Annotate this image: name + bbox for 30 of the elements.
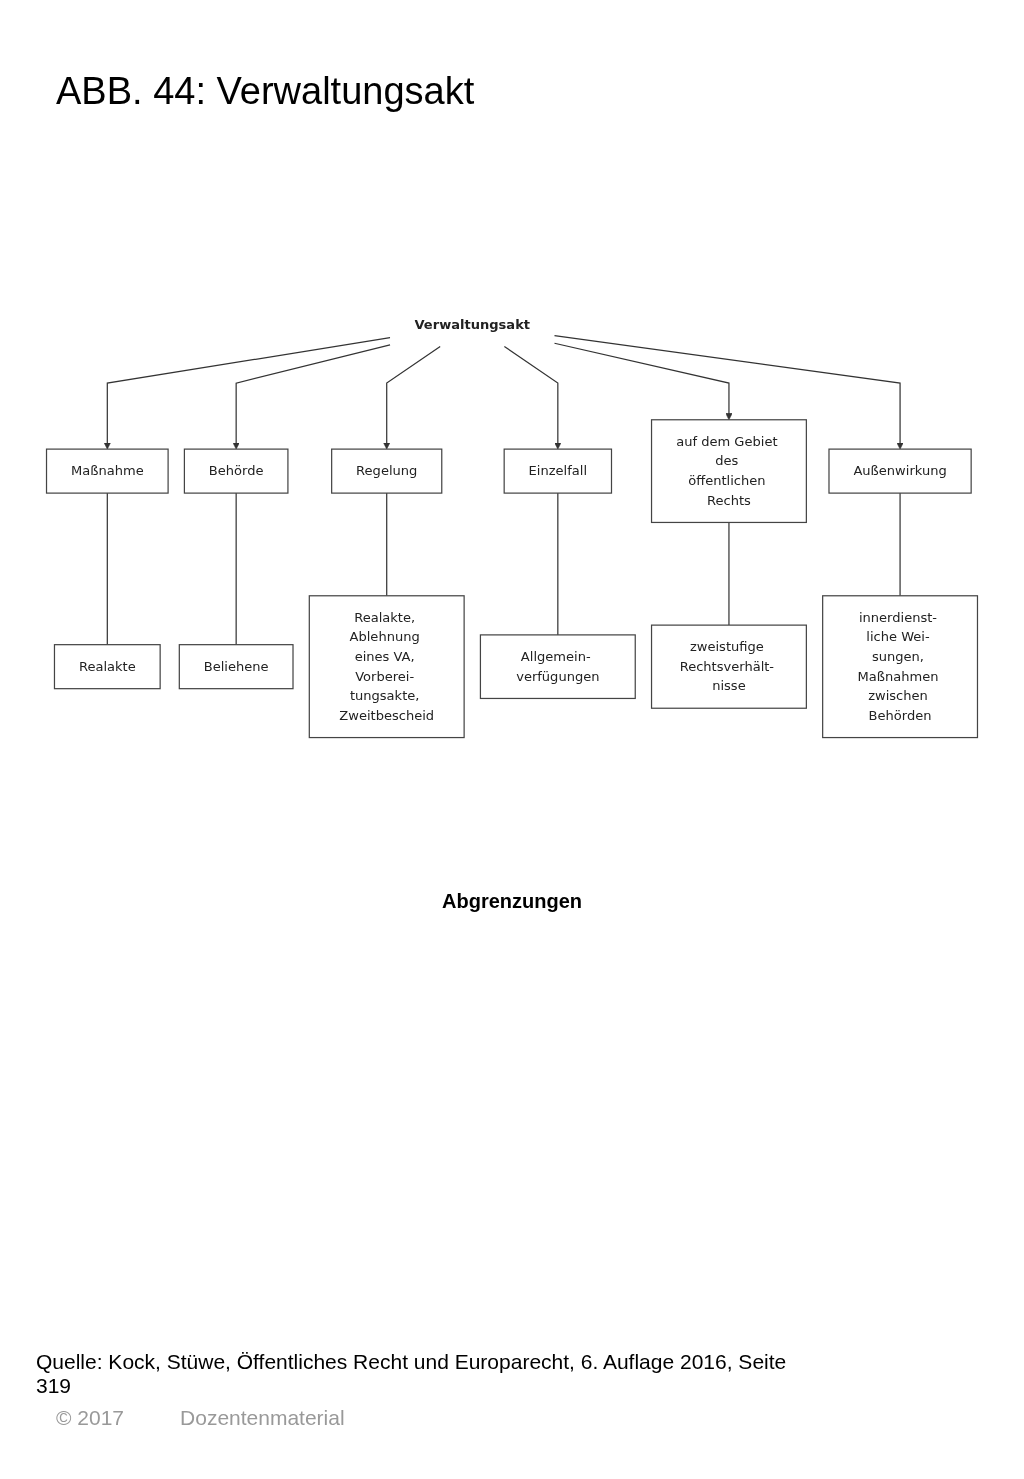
node-box: Einzelfall: [503, 448, 613, 494]
caption: Quelle: Kock, Stüwe, Öffentliches Recht und Europarecht, 6. Auflage 2016, Seite 319: [36, 1350, 788, 1398]
node-box: Außenwirkung: [828, 448, 972, 494]
connector: [235, 492, 237, 646]
connector: [557, 492, 559, 636]
arrow: [553, 342, 733, 421]
arrow: [103, 337, 391, 450]
node-box: Realakte: [53, 644, 161, 690]
arrow: [383, 345, 441, 450]
node-box: innerdienst- liche Wei- sungen, Maßnahmen zwischen Behörden: [822, 595, 979, 739]
connector: [386, 492, 388, 597]
node-box: Maßnahme: [45, 448, 169, 494]
connector: [106, 492, 108, 646]
annotation-label: Abgrenzungen: [441, 890, 583, 913]
node-text: Verwaltungsakt: [414, 316, 531, 332]
node-box: Beliehene: [178, 644, 294, 690]
arrow: [232, 344, 391, 450]
connector: [899, 492, 901, 597]
node-box: Behörde: [183, 448, 289, 494]
node-box: Regelung: [331, 448, 443, 494]
arrow: [503, 345, 562, 450]
node-box: zweistufige Rechtsverhält- nisse: [650, 624, 807, 709]
connector: [728, 521, 730, 626]
node-box: Realakte, Ablehnung eines VA, Vorberei- tungsakte, Zweitbescheid: [308, 595, 465, 739]
footer-text: Dozentenmaterial: [180, 1406, 345, 1430]
node-box: auf dem Gebiet des öffentlichen Rechts: [650, 419, 807, 524]
footer-text: © 2017: [56, 1406, 125, 1430]
title: ABB. 44: Verwaltungsakt: [56, 70, 475, 113]
node-box: Allgemein- verfügungen: [479, 634, 636, 700]
arrow: [553, 335, 904, 450]
